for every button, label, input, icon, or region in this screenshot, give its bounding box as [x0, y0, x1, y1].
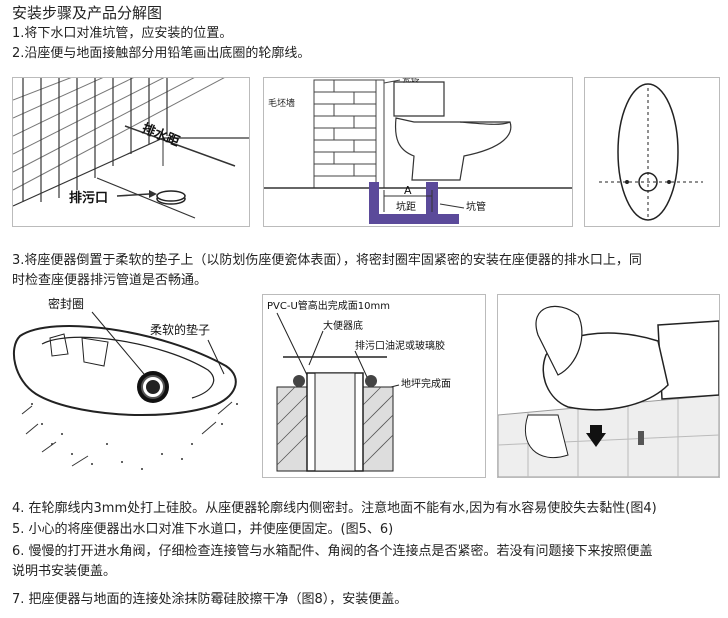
outlet-label: 排污口: [69, 190, 108, 206]
page-title: 安装步骤及产品分解图: [12, 4, 163, 22]
step-7: 7. 把座便器与地面的连接处涂抹防霉硅胶擦干净（图8），安装便盖。: [12, 592, 408, 607]
step-6-line-1: 6. 慢慢的打开进水角阀，仔细检查连接管与水箱配件、角阀的各个连接点是否紧密。若…: [12, 544, 653, 559]
figure-floor-drain: 排水距 排污口: [12, 77, 250, 227]
floor-finish-label: 地坪完成面: [401, 377, 451, 390]
pit-pipe-label: 坑管: [466, 200, 486, 213]
pit-distance-label: 坑距: [396, 200, 416, 213]
figure-pit-distance: 毛坯墙 瓷砖 A 坑距 坑管: [263, 77, 573, 227]
figure-seal-ring: 密封圈 柔软的垫子: [12, 294, 250, 474]
dim-a-label: A: [404, 184, 412, 197]
seal-ring-label: 密封圈: [48, 296, 84, 311]
toilet-base-label: 大便器底: [323, 319, 363, 332]
outlet-glue-label: 排污口油泥或玻璃胶: [355, 339, 445, 352]
step-3-line-2: 时检查座便器排污管道是否畅通。: [12, 273, 208, 288]
step-6-line-2: 说明书安装便盖。: [12, 564, 117, 579]
rough-wall-label: 毛坯墙: [268, 97, 295, 109]
step-4: 4. 在轮廓线内3mm处打上硅胶。从座便器轮廓线内侧密封。注意地面不能有水,因为…: [12, 501, 657, 516]
step-2: 2.沿座便与地面接触部分用铅笔画出底圈的轮廓线。: [12, 46, 311, 61]
figure-outline: [584, 77, 720, 227]
figure-cross-section: PVC-U管高出完成面10mm 大便器底 排污口油泥或玻璃胶 地坪完成面: [262, 294, 486, 478]
soft-pad-label: 柔软的垫子: [150, 322, 210, 337]
step-3-line-1: 3.将座便器倒置于柔软的垫子上（以防划伤座便瓷体表面），将密封圈牢固紧密的安装在…: [12, 253, 642, 268]
pvc-note-label: PVC-U管高出完成面10mm: [267, 299, 390, 312]
step-1: 1.将下水口对准坑管，应安装的位置。: [12, 26, 233, 41]
step-5: 5. 小心的将座便器出水口对准下水道口，并使座便固定。(图5、6): [12, 522, 394, 537]
figure-placing-toilet: [497, 294, 720, 478]
